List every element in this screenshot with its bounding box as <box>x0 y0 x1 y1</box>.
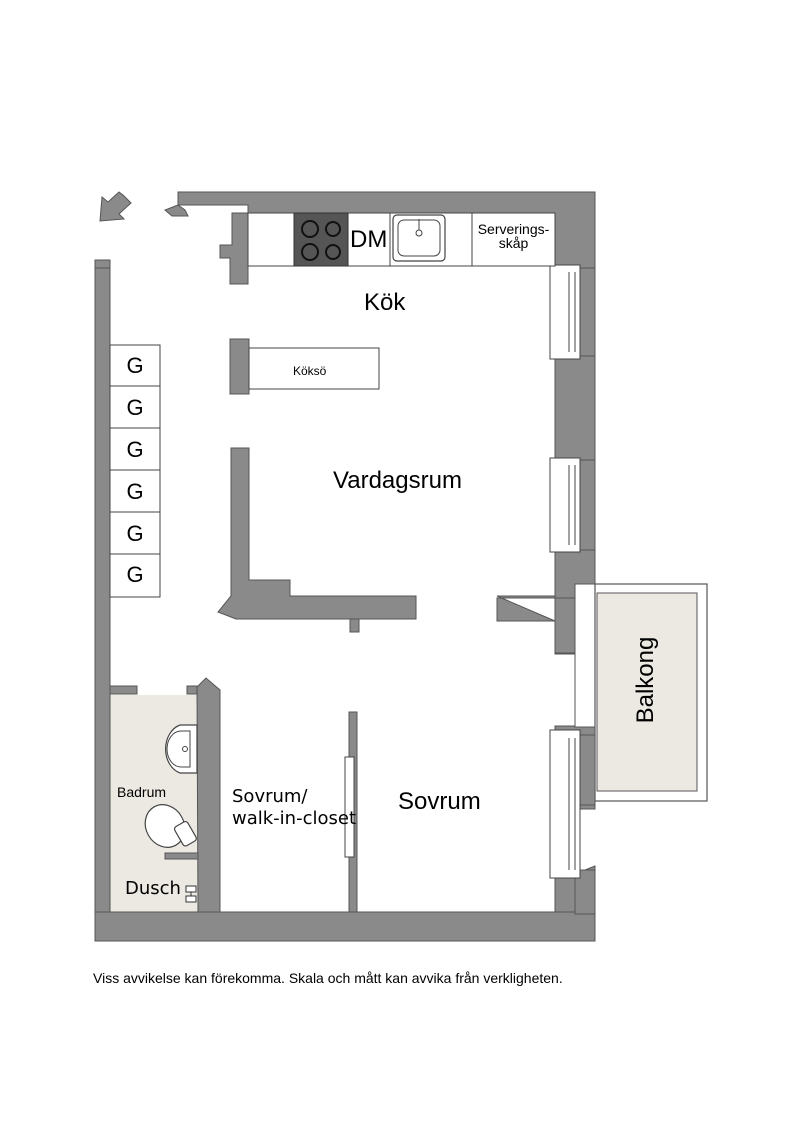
room-label-bedroom: Sovrum <box>398 788 481 815</box>
wardrobe-label: G <box>126 479 144 504</box>
shower-tap <box>185 885 197 903</box>
balcony <box>594 583 708 802</box>
disclaimer-text: Viss avvikelse kan förekomma. Skala och … <box>93 970 563 986</box>
dishwasher-label: DM <box>350 226 388 253</box>
kitchen-island <box>248 347 380 390</box>
wardrobe-label: G <box>126 395 144 420</box>
stove <box>293 212 349 267</box>
bathroom-fixtures <box>144 724 199 903</box>
wardrobes <box>109 344 161 598</box>
entrance-arrow-icon <box>99 191 132 222</box>
wardrobe-label: G <box>126 353 144 378</box>
room-label-living-room: Vardagsrum <box>333 467 462 494</box>
toilet <box>144 804 197 848</box>
room-label-kitchen: Kök <box>364 289 406 316</box>
serving-cabinet-label: Serverings- skåp <box>472 222 555 250</box>
windows <box>549 264 581 879</box>
room-label-walk-in: Sovrum/ walk-in-closet <box>232 786 356 830</box>
wardrobe-label: G <box>126 521 144 546</box>
kitchen-counter <box>247 212 556 267</box>
kitchen-island-label: Köksö <box>293 364 327 378</box>
walk-in-line2: walk-in-closet <box>232 808 356 829</box>
room-label-bathroom: Badrum <box>117 784 167 800</box>
room-label-shower: Dusch <box>125 878 181 899</box>
wardrobe-label: G <box>126 562 144 587</box>
sliding-door <box>344 756 355 858</box>
serving-cabinet-line1: Serverings- <box>477 221 550 237</box>
room-label-balcony: Balkong <box>632 636 659 724</box>
interior-walls <box>109 212 417 913</box>
wash-basin <box>165 724 198 774</box>
walk-in-line1: Sovrum/ <box>232 786 308 807</box>
serving-cabinet-line2: skåp <box>498 235 529 251</box>
wardrobe-label: G <box>126 437 144 462</box>
